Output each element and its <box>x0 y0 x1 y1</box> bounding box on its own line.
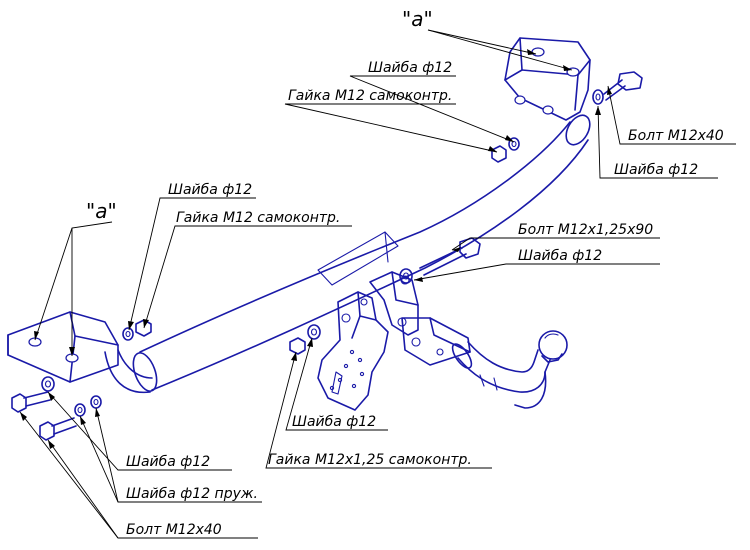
fastener-center-washer <box>307 324 321 340</box>
callout-washer-right: Шайба ф12 <box>614 162 698 178</box>
bracket-hole <box>531 47 545 57</box>
view-label-left: "a" <box>86 199 117 223</box>
left-mounting-bracket <box>7 311 119 383</box>
fastener-left-washer-upper <box>122 327 134 341</box>
leader-lines <box>19 29 736 539</box>
fastener-ball-bolt <box>419 237 481 276</box>
view-label-top: "a" <box>402 7 433 31</box>
fastener-center-nut <box>289 337 306 355</box>
callout-washer-top: Шайба ф12 <box>368 60 452 76</box>
callout-washer-ball: Шайба ф12 <box>518 248 602 264</box>
callout-nut-left: Гайка М12 самоконтр. <box>176 210 340 226</box>
fastener-left-bolt-lower <box>39 417 77 441</box>
bracket-hole <box>514 95 526 105</box>
callout-spring-washer-left: Шайба ф12 пруж. <box>126 486 258 502</box>
callout-washer-left-upper: Шайба ф12 <box>168 182 252 198</box>
fastener-top-nut <box>491 145 507 163</box>
fastener-right-bolt <box>603 71 643 101</box>
fastener-ball-washer <box>399 268 413 284</box>
tow-ball-arm <box>401 317 568 409</box>
cross-beam <box>104 114 591 394</box>
tow-ball <box>538 330 568 360</box>
fastener-top-washer <box>508 137 520 151</box>
fastener-left-bolt-upper <box>11 391 51 413</box>
fastener-left-washer-lower <box>41 376 55 392</box>
callout-nut-top: Гайка М12 самоконтр. <box>288 88 452 104</box>
callout-nut-center: Гайка М12х1,25 самоконтр. <box>268 452 472 468</box>
fastener-right-washer <box>592 89 604 105</box>
center-bracket <box>317 291 389 411</box>
callout-washer-center: Шайба ф12 <box>292 414 376 430</box>
bracket-hole <box>542 105 554 115</box>
callout-bolt-ball: Болт М12х1,25х90 <box>518 222 653 238</box>
callout-bolt-left: Болт М12х40 <box>126 522 222 538</box>
callout-bolt-right: Болт М12х40 <box>628 128 724 144</box>
callout-washer-left-lower: Шайба ф12 <box>126 454 210 470</box>
